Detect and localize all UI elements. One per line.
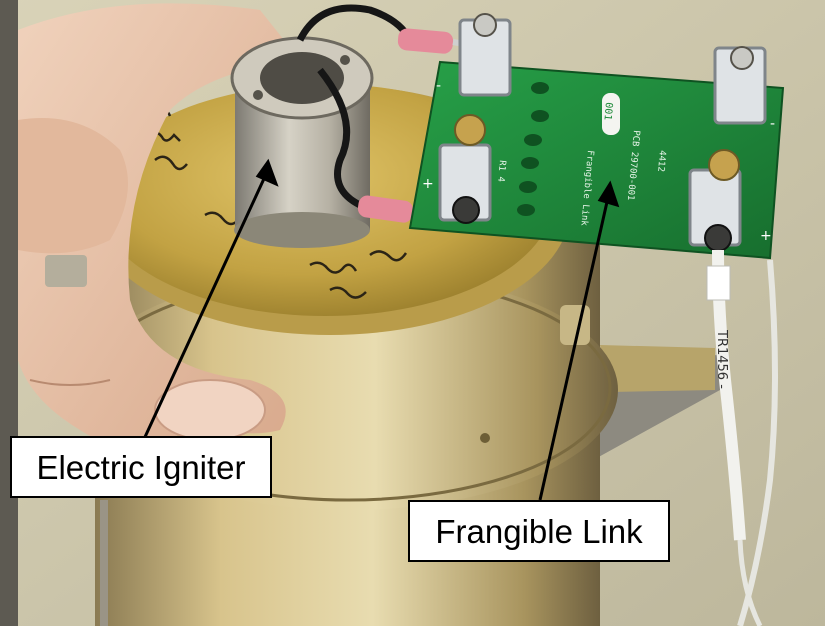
bracket-plate — [600, 345, 715, 392]
pcb-minus-right: - — [770, 116, 775, 132]
knuckle-crease — [29, 379, 111, 386]
pcb-minus-left: - — [436, 78, 441, 94]
support-rod — [100, 500, 108, 626]
arrow-igniter-head — [255, 158, 279, 187]
arrow-link-line — [538, 192, 611, 501]
pcb-slots — [517, 82, 549, 216]
electric-igniter-label: Electric Igniter — [10, 436, 272, 498]
fingernail — [154, 379, 266, 441]
igniter-base — [234, 212, 370, 248]
white-lead-tail — [737, 539, 763, 626]
arrow-igniter-line — [143, 169, 270, 438]
flange-screw-hole — [480, 433, 490, 443]
crimp-connector-top — [397, 28, 454, 54]
hand — [18, 3, 300, 448]
pcb-plus-left: + — [422, 176, 434, 192]
arrow-link-head — [597, 180, 620, 208]
thumb — [18, 118, 128, 254]
pcb-serial: 001 — [601, 102, 614, 121]
igniter-hole-left — [253, 90, 263, 100]
crimp-connector-bottom — [357, 195, 414, 223]
black-wire-lower — [317, 67, 362, 209]
wire-label: TR1456 - — [714, 329, 729, 389]
pcb-lot: 4412 — [655, 150, 667, 172]
terminal-screws — [452, 13, 754, 252]
heat-shrink-sleeve — [706, 265, 731, 301]
pcb-plus-right: + — [760, 228, 772, 244]
igniter-bore — [260, 52, 344, 104]
black-wire-top — [296, 4, 414, 42]
white-lead-wire-2 — [737, 259, 778, 626]
side-bolt — [45, 255, 87, 287]
pcb-resistor-label: R1 4 — [495, 160, 507, 182]
igniter-hole-right — [340, 55, 350, 65]
frangible-link-label: Frangible Link — [408, 500, 670, 562]
callout-arrows — [143, 158, 620, 501]
pcb-serial-label — [602, 93, 620, 135]
left-edge-shadow — [0, 0, 18, 626]
